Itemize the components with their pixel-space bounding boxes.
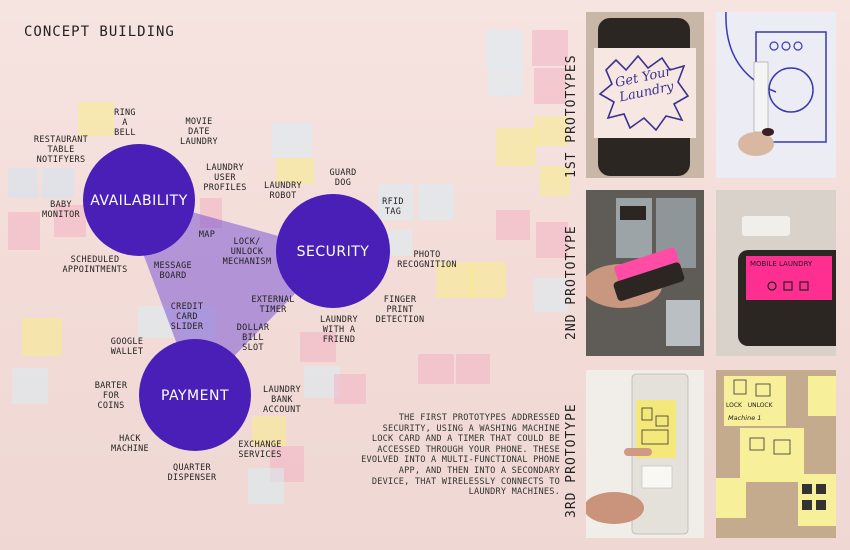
sticky-note <box>22 318 62 356</box>
photo-wall-device <box>586 370 704 538</box>
idea-google-wallet: GOOGLE WALLET <box>110 337 144 357</box>
idea-finger-print-detection: FINGER PRINT DETECTION <box>375 295 425 325</box>
phone-in-hand-illustration <box>586 190 704 356</box>
sticky-note <box>456 354 490 384</box>
sticky-note <box>534 68 566 104</box>
sticky-note <box>378 184 414 220</box>
sticky-note <box>486 30 522 66</box>
photo-card-reader <box>716 12 836 178</box>
sticky-note <box>300 332 336 362</box>
idea-external-timer: EXTERNAL TIMER <box>251 295 295 315</box>
idea-rfid-tag: RFID TAG <box>382 197 404 217</box>
sticky-note <box>8 168 38 198</box>
photo-paper-prototypes: LOCK UNLOCK Machine 1 <box>716 370 836 538</box>
idea-dollar-bill-slot: DOLLAR BILL SLOT <box>236 323 270 353</box>
mobile-laundry-illustration <box>716 190 836 356</box>
sticky-note <box>488 64 522 96</box>
sticky-note <box>534 116 568 146</box>
idea-laundry-robot: LAUNDRY ROBOT <box>264 181 302 201</box>
idea-laundry-with-a-friend: LAUNDRY WITH A FRIEND <box>320 315 358 345</box>
photo-phone-sticky-note: Get Your Laundry <box>586 12 704 178</box>
wall-device-illustration <box>586 370 704 538</box>
availability-label: AVAILABILITY <box>90 193 188 209</box>
sticky-note <box>534 278 568 312</box>
sticky-note <box>272 122 312 158</box>
sticky-note <box>276 158 314 184</box>
idea-laundry-user-profiles: LAUNDRY USER PROFILES <box>203 163 247 193</box>
sticky-note <box>248 468 284 504</box>
sticky-note <box>12 368 48 404</box>
idea-guard-dog: GUARD DOG <box>329 168 357 188</box>
sticky-note <box>8 212 40 250</box>
photo-phone-in-hand <box>586 190 704 356</box>
sticky-note <box>536 222 568 258</box>
phone-sticky-illustration <box>586 12 704 178</box>
sticky-note <box>42 168 74 198</box>
sticky-note <box>54 205 86 237</box>
sticky-note <box>334 374 366 404</box>
sticky-note <box>532 30 568 66</box>
idea-credit-card-slider: CREDIT CARD SLIDER <box>170 302 204 332</box>
sticky-note <box>252 416 286 446</box>
sticky-note <box>418 354 454 384</box>
mobile-laundry-text: MOBILE LAUNDRY <box>750 260 813 268</box>
idea-message-board: MESSAGE BOARD <box>154 261 192 281</box>
photo-mobile-laundry-device: MOBILE LAUNDRY <box>716 190 836 356</box>
card-reader-illustration <box>716 12 836 178</box>
payment-hub <box>139 339 251 451</box>
first-prototype-label: 1ST PROTOTYPES <box>564 54 579 178</box>
security-label: SECURITY <box>297 244 370 260</box>
concept-diagram: AVAILABILITY SECURITY PAYMENT <box>83 144 390 451</box>
idea-scheduled-appointments: SCHEDULED APPOINTMENTS <box>62 255 128 275</box>
third-prototype-label: 3RD PROTOTYPE <box>564 403 579 518</box>
idea-laundry-bank-account: LAUNDRY BANK ACCOUNT <box>263 385 301 415</box>
idea-photo-recognition: PHOTO RECOGNITION <box>397 250 457 270</box>
idea-quarter-dispenser: QUARTER DISPENSER <box>167 463 217 483</box>
availability-hub <box>83 144 195 256</box>
idea-ring-a-bell: RING A BELL <box>114 108 136 138</box>
sticky-note <box>496 128 536 166</box>
idea-baby-monitor: BABY MONITOR <box>42 200 80 220</box>
sticky-note <box>470 262 506 298</box>
page-title: CONCEPT BUILDING <box>24 24 175 40</box>
paper-prototypes-illustration <box>716 370 836 538</box>
idea-barter-for-coins: BARTER FOR COINS <box>94 381 128 411</box>
payment-label: PAYMENT <box>161 388 229 404</box>
idea-map: MAP <box>198 230 216 240</box>
prototype-description: THE FIRST PROTOTYPES ADDRESSED SECURITY,… <box>361 413 560 498</box>
lock-unlock-text: LOCK UNLOCK <box>726 402 773 409</box>
sticky-note <box>436 262 474 298</box>
idea-exchange-services: EXCHANGE SERVICES <box>238 440 282 460</box>
security-hub <box>276 194 390 308</box>
sticky-note <box>496 210 530 240</box>
second-prototype-label: 2ND PROTOTYPE <box>564 225 579 340</box>
sticky-note <box>418 184 454 220</box>
idea-restaurant-table-notifiers: RESTAURANT TABLE NOTIFYERS <box>33 135 89 165</box>
sticky-note <box>78 102 114 136</box>
idea-movie-date-laundry: MOVIE DATE LAUNDRY <box>180 117 218 147</box>
sticky-note <box>540 166 570 196</box>
idea-hack-machine: HACK MACHINE <box>111 434 149 454</box>
idea-lock-unlock-mechanism: LOCK/ UNLOCK MECHANISM <box>222 237 272 267</box>
machine-text: Machine 1 <box>728 414 762 422</box>
